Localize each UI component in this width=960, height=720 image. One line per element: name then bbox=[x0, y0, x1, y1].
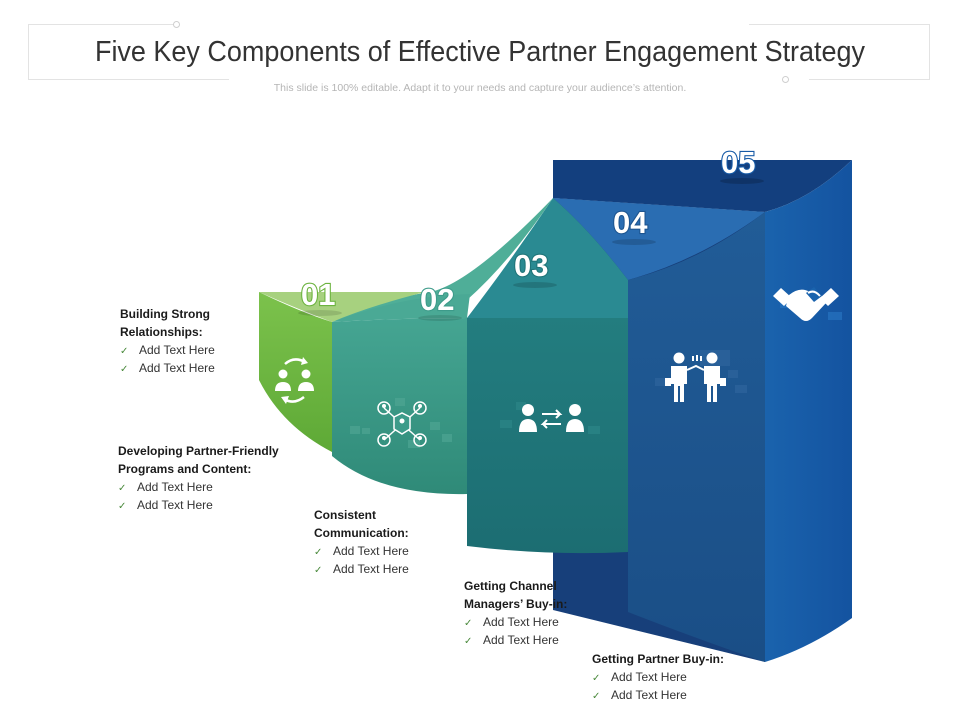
bullet-text: Add Text Here bbox=[483, 633, 559, 647]
check-icon: ✓ bbox=[120, 364, 129, 375]
relationship-cycle-icon bbox=[275, 357, 314, 404]
step-2-heading: Developing Partner-Friendly Programs and… bbox=[118, 442, 279, 478]
step-4-top bbox=[553, 198, 765, 280]
step-1-heading-line-1: Building Strong bbox=[120, 307, 210, 321]
list-item: ✓ Add Text Here bbox=[592, 669, 724, 687]
bullet-text: Add Text Here bbox=[483, 615, 559, 629]
list-item: ✓ Add Text Here bbox=[314, 561, 409, 579]
step-4-description: Getting Channel Managers’ Buy-in: ✓ Add T… bbox=[464, 577, 567, 650]
check-icon: ✓ bbox=[464, 618, 473, 629]
step-2-number: 02 bbox=[420, 282, 454, 317]
check-icon: ✓ bbox=[118, 483, 127, 494]
bullet-text: Add Text Here bbox=[611, 670, 687, 684]
step-3-heading-line-2: Communication: bbox=[314, 526, 409, 540]
step-1-block bbox=[259, 292, 425, 452]
title-frame bbox=[28, 21, 930, 83]
check-icon: ✓ bbox=[592, 691, 601, 702]
check-icon: ✓ bbox=[120, 346, 129, 357]
bullet-text: Add Text Here bbox=[611, 688, 687, 702]
step-3-heading: Consistent Communication: bbox=[314, 506, 409, 542]
step-5-front bbox=[765, 160, 852, 662]
step-2-heading-line-1: Developing Partner-Friendly bbox=[118, 444, 279, 458]
step-2-description: Developing Partner-Friendly Programs and… bbox=[118, 442, 279, 515]
step-5-description: Getting Partner Buy-in: ✓ Add Text Here ✓… bbox=[592, 650, 724, 705]
check-icon: ✓ bbox=[464, 636, 473, 647]
step-1-description: Building Strong Relationships: ✓ Add Text… bbox=[120, 305, 215, 378]
step-4-front bbox=[628, 212, 765, 662]
list-item: ✓ Add Text Here bbox=[314, 543, 409, 561]
step-3-block bbox=[467, 198, 628, 554]
step-5-top bbox=[553, 160, 852, 212]
step-1-front bbox=[259, 292, 332, 452]
two-way-communication-icon bbox=[500, 402, 600, 434]
check-icon: ✓ bbox=[592, 673, 601, 684]
step-2-front bbox=[332, 318, 467, 495]
step-1-number: 01 bbox=[301, 277, 335, 312]
step-3-front bbox=[467, 318, 628, 554]
managers-meeting-icon bbox=[655, 350, 747, 402]
bullet-text: Add Text Here bbox=[139, 343, 215, 357]
step-3-top bbox=[467, 198, 628, 318]
list-item: ✓ Add Text Here bbox=[592, 687, 724, 705]
step-3-number: 03 bbox=[514, 248, 548, 283]
step-5-number: 05 bbox=[721, 145, 755, 180]
page-subtitle: This slide is 100% editable. Adapt it to… bbox=[273, 82, 687, 94]
step-4-number: 04 bbox=[613, 205, 648, 240]
step-4-heading: Getting Channel Managers’ Buy-in: bbox=[464, 577, 567, 613]
step-2-heading-line-2: Programs and Content: bbox=[118, 462, 252, 476]
bullet-text: Add Text Here bbox=[137, 498, 213, 512]
step-2-top-band bbox=[332, 294, 470, 322]
list-item: ✓ Add Text Here bbox=[118, 497, 279, 515]
network-hub-icon bbox=[350, 398, 452, 448]
page-title: Five Key Components of Effective Partner… bbox=[94, 36, 866, 68]
step-1-top bbox=[259, 292, 425, 322]
step-numbers: 01 02 03 04 05 bbox=[298, 144, 764, 321]
list-item: ✓ Add Text Here bbox=[464, 632, 567, 650]
check-icon: ✓ bbox=[314, 565, 323, 576]
step-5-heading: Getting Partner Buy-in: bbox=[592, 650, 724, 668]
step-3-description: Consistent Communication: ✓ Add Text Here… bbox=[314, 506, 409, 579]
check-icon: ✓ bbox=[314, 547, 323, 558]
list-item: ✓ Add Text Here bbox=[120, 360, 215, 378]
step-1-heading: Building Strong Relationships: bbox=[120, 305, 215, 341]
list-item: ✓ Add Text Here bbox=[120, 342, 215, 360]
step-4-block bbox=[553, 198, 765, 662]
bullet-text: Add Text Here bbox=[333, 544, 409, 558]
list-item: ✓ Add Text Here bbox=[118, 479, 279, 497]
bullet-text: Add Text Here bbox=[333, 562, 409, 576]
step-3-heading-line-1: Consistent bbox=[314, 508, 377, 522]
step-1-heading-line-2: Relationships: bbox=[120, 325, 203, 339]
step-4-heading-line-2: Managers’ Buy-in: bbox=[464, 597, 568, 611]
step-2-block bbox=[332, 198, 553, 495]
bullet-text: Add Text Here bbox=[137, 480, 213, 494]
step-5-heading-line-1: Getting Partner Buy-in: bbox=[592, 652, 725, 666]
list-item: ✓ Add Text Here bbox=[464, 614, 567, 632]
bullet-text: Add Text Here bbox=[139, 361, 215, 375]
check-icon: ✓ bbox=[118, 501, 127, 512]
handshake-icon bbox=[773, 287, 842, 321]
step-4-heading-line-1: Getting Channel bbox=[464, 579, 557, 593]
